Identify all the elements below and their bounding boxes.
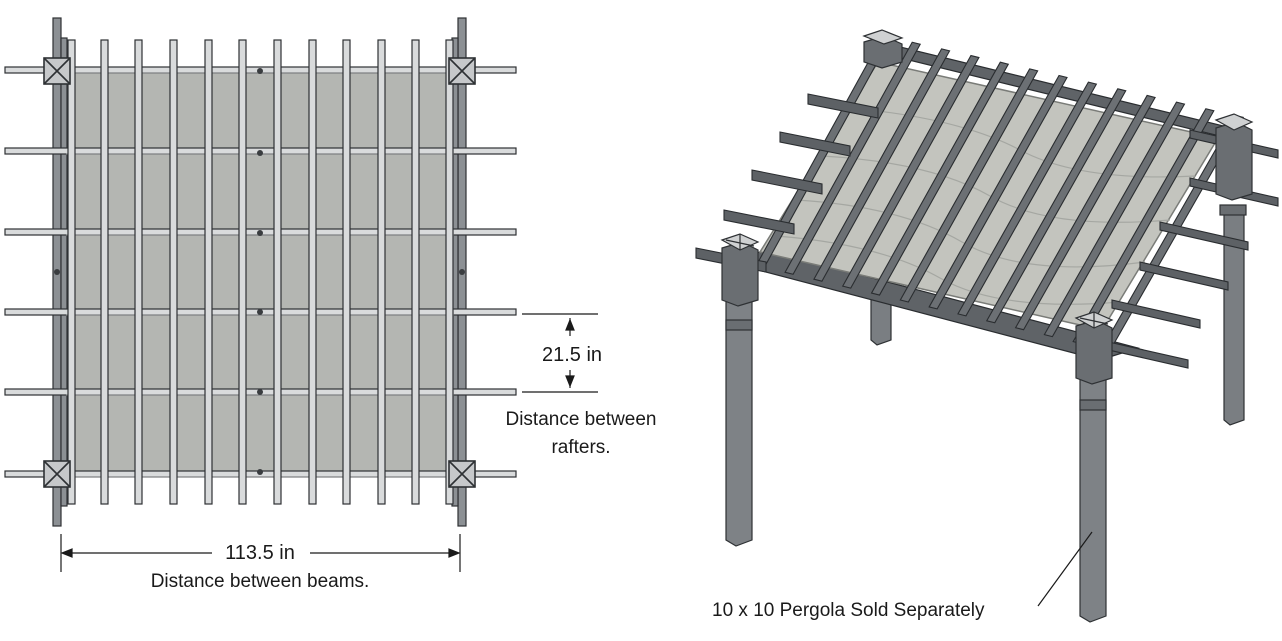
corner-posts	[43, 57, 476, 488]
front-left-post	[720, 233, 760, 547]
rafter-spacing-dimension	[522, 313, 598, 393]
iso-rafter-tail	[1111, 299, 1201, 329]
back-right-post-cap	[1214, 113, 1254, 216]
iso-rafter	[870, 61, 1010, 296]
plan-vertical-rafter	[169, 39, 178, 505]
iso-rafter-tail	[1159, 221, 1249, 251]
beam-spacing-dimension	[60, 534, 461, 572]
rafter-spacing-value: 21.5 in	[542, 344, 603, 366]
caption-leader-line	[1037, 531, 1093, 607]
front-posts	[720, 29, 1254, 623]
shade-clips	[54, 68, 465, 475]
plan-vertical-rafters	[67, 39, 454, 505]
plan-vertical-rafter	[342, 39, 351, 505]
beam-spacing-value: 113.5 in	[225, 542, 295, 564]
iso-rafter	[1043, 101, 1186, 338]
plan-vertical-rafter	[411, 39, 420, 505]
iso-rafter	[899, 68, 1039, 303]
iso-rafter	[928, 74, 1068, 310]
iso-rafter-tail	[723, 209, 795, 235]
back-left-post-cap	[862, 29, 904, 69]
iso-rafter-tail	[751, 169, 823, 195]
post-bottom-right	[448, 460, 476, 488]
plan-vertical-rafter	[308, 39, 317, 505]
iso-view	[695, 29, 1279, 623]
pergola-caption: 10 x 10 Pergola Sold Separately	[712, 600, 985, 621]
iso-rafter-tail	[779, 131, 851, 157]
plan-vertical-rafter	[100, 39, 109, 505]
plan-vertical-rafter	[204, 39, 213, 505]
shade-canopy-panel	[65, 67, 455, 477]
iso-rafter	[985, 88, 1127, 324]
plan-vertical-rafter	[238, 39, 247, 505]
iso-rafter	[813, 48, 951, 282]
iso-rafter	[957, 81, 1098, 317]
iso-rafter	[784, 41, 922, 275]
iso-rafter-tail	[1139, 261, 1229, 291]
iso-rafter-tail	[807, 93, 879, 119]
plan-vertical-rafter	[445, 39, 454, 505]
iso-rafter	[1014, 94, 1156, 331]
plan-view	[4, 17, 598, 572]
rafter-spacing-caption-line2: rafters.	[551, 437, 611, 458]
iso-rafters	[755, 34, 1245, 352]
post-bottom-left	[43, 460, 71, 488]
beam-spacing-caption: Distance between beams.	[150, 571, 370, 592]
plan-vertical-rafter	[67, 39, 76, 505]
iso-rafter-tails	[695, 93, 1279, 369]
plan-vertical-rafter	[134, 39, 143, 505]
front-right-post	[1074, 311, 1114, 623]
post-top-left	[43, 57, 71, 85]
plan-vertical-rafter	[273, 39, 282, 505]
rafter-spacing-caption-line1: Distance between	[505, 409, 657, 430]
plan-vertical-rafter	[377, 39, 386, 505]
post-top-right	[448, 57, 476, 85]
iso-rafter	[841, 54, 980, 289]
